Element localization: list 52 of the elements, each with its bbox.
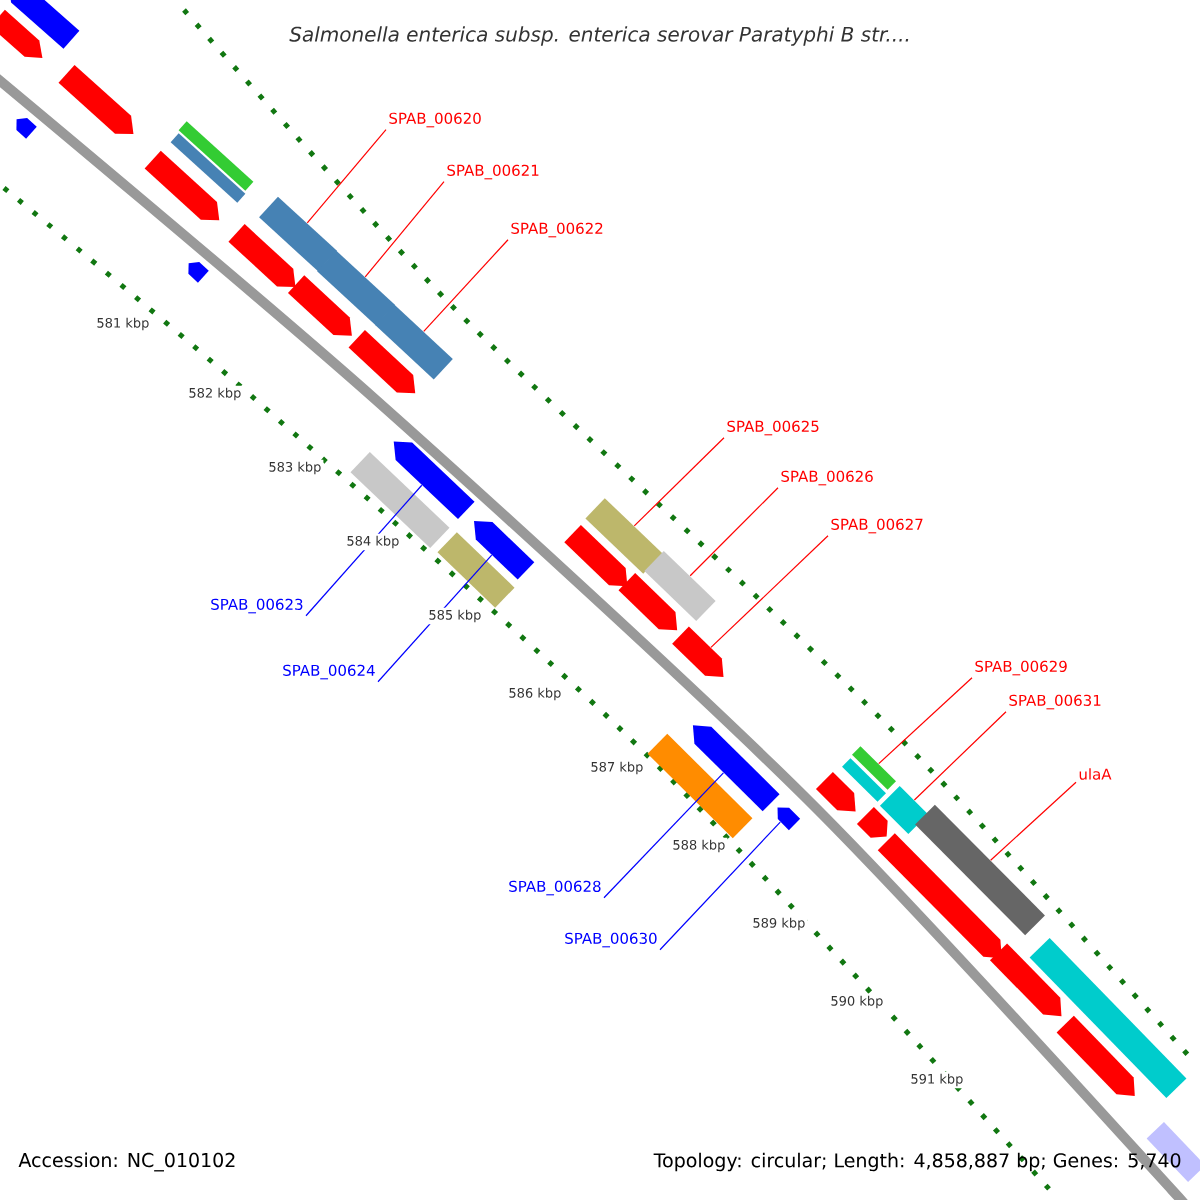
gene-block <box>259 196 337 272</box>
gene-block <box>437 532 515 608</box>
gene-block <box>317 250 395 326</box>
leader-line <box>306 129 387 224</box>
gene-block <box>856 806 888 838</box>
footer-text: Accession: NC_010102 <box>18 1152 235 1172</box>
leader-line <box>689 487 779 577</box>
gene-block <box>348 329 416 394</box>
gene-block <box>188 262 209 283</box>
leader-line <box>878 677 973 765</box>
gene-block <box>989 943 1062 1017</box>
gene-block <box>564 525 628 587</box>
gene-block <box>393 441 475 520</box>
gene-block <box>375 304 453 380</box>
gene-block <box>842 758 886 802</box>
footer-text: Topology: circular; Length: 4,858,887 bp; Genes: 5,740 <box>653 1152 1181 1172</box>
gene-block <box>58 65 134 135</box>
leader-line <box>913 711 1007 801</box>
gene-block <box>672 626 724 677</box>
leader-line <box>377 554 493 683</box>
leader-line <box>423 239 509 332</box>
gene-block <box>8 0 80 49</box>
gene-block <box>777 807 801 831</box>
gene-block <box>0 9 43 58</box>
gene-block <box>350 451 450 549</box>
gene-block <box>644 550 716 622</box>
gene-block <box>287 275 352 336</box>
leader-line <box>990 781 1077 861</box>
title: Salmonella enterica subsp. enterica serovar Paratyphi B str.... <box>289 26 909 46</box>
gene-block <box>178 121 254 191</box>
leader-line <box>710 535 829 648</box>
gene-block <box>692 725 780 812</box>
gene-block <box>852 746 896 790</box>
gene-block <box>915 804 1045 936</box>
gene-block <box>1056 1015 1135 1096</box>
gene-block <box>618 573 678 631</box>
gene-block <box>228 224 296 288</box>
gene-block <box>877 833 1002 959</box>
leader-line <box>603 772 725 899</box>
gene-block <box>815 772 856 812</box>
leader-line <box>305 484 423 617</box>
gene-block <box>474 521 535 580</box>
gene-block <box>144 150 220 221</box>
leader-line <box>633 437 725 527</box>
gene-block <box>879 785 929 835</box>
gene-block <box>647 733 753 839</box>
gene-block <box>585 498 663 574</box>
gene-block <box>1029 938 1187 1098</box>
gene-block <box>170 133 246 203</box>
leader-line <box>364 181 445 278</box>
gene-block <box>16 118 37 139</box>
leader-line <box>659 821 781 951</box>
